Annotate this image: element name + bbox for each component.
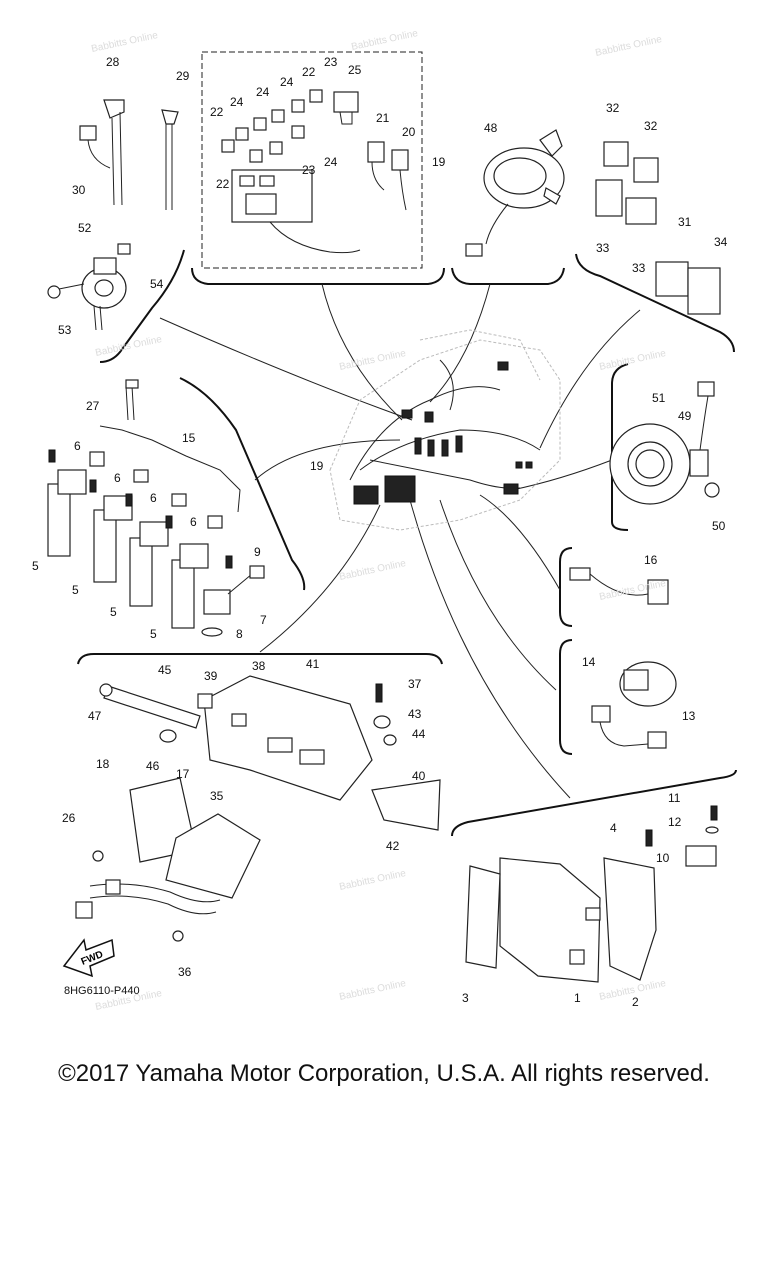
callout-8: 8 (236, 627, 243, 641)
clamps-bands (79, 99, 179, 210)
callout-23a: 23 (324, 55, 338, 69)
watermark: Babbitts Online (94, 334, 163, 359)
callout-18: 18 (96, 757, 110, 771)
main-switch (465, 129, 565, 257)
ecu-bracket-group (75, 675, 441, 942)
callout-50: 50 (712, 519, 726, 533)
callout-17: 17 (176, 767, 190, 781)
watermark: Babbitts Online (338, 558, 407, 583)
callout-42: 42 (386, 839, 400, 853)
callout-52: 52 (78, 221, 92, 235)
callout-32b: 32 (644, 119, 658, 133)
callout-40: 40 (412, 769, 426, 783)
callout-49: 49 (678, 409, 692, 423)
callout-38: 38 (252, 659, 266, 673)
callout-22a: 22 (210, 105, 224, 119)
callout-34: 34 (714, 235, 728, 249)
fwd-arrow: FWD (62, 938, 115, 978)
callout-37: 37 (408, 677, 422, 691)
callout-36: 36 (178, 965, 192, 979)
callout-43: 43 (408, 707, 422, 721)
callout-39: 39 (204, 669, 218, 683)
relays-group (595, 141, 721, 315)
callout-labels: 28 29 30 22 24 24 24 22 23 25 21 20 23 2… (32, 55, 728, 1009)
callout-1: 1 (574, 991, 581, 1005)
callout-33b: 33 (632, 261, 646, 275)
callout-5c: 5 (110, 605, 117, 619)
callout-3: 3 (462, 991, 469, 1005)
sensor-13-14 (591, 661, 677, 749)
callout-19b: 19 (310, 459, 324, 473)
callout-19a: 19 (432, 155, 446, 169)
watermark: Babbitts Online (338, 868, 407, 893)
callout-4: 4 (610, 821, 617, 835)
callout-32a: 32 (606, 101, 620, 115)
callout-23b: 23 (302, 163, 316, 177)
wire-harness-assembly (329, 329, 561, 531)
watermark: Babbitts Online (350, 28, 419, 53)
watermark: Babbitts Online (338, 978, 407, 1003)
callout-35: 35 (210, 789, 224, 803)
group-frames (77, 51, 737, 837)
callout-44: 44 (412, 727, 426, 741)
sensor-group (47, 243, 131, 331)
diagram-code: 8HG6110-P440 (64, 985, 140, 997)
callout-20: 20 (402, 125, 416, 139)
callout-41: 41 (306, 657, 320, 671)
ignition-coils-group (47, 379, 265, 637)
callout-53: 53 (58, 323, 72, 337)
watermark: Babbitts Online (90, 30, 159, 55)
callout-6a: 6 (74, 439, 81, 453)
callout-11: 11 (668, 791, 681, 805)
callout-13: 13 (682, 709, 696, 723)
watermark: Babbitts Online (598, 348, 667, 373)
callout-9: 9 (254, 545, 261, 559)
callout-16: 16 (644, 553, 658, 567)
callout-51: 51 (652, 391, 666, 405)
callout-47: 47 (88, 709, 102, 723)
callout-14: 14 (582, 655, 596, 669)
callout-21: 21 (376, 111, 390, 125)
callout-22b: 22 (302, 65, 316, 79)
callout-6c: 6 (150, 491, 157, 505)
callout-25: 25 (348, 63, 362, 77)
callout-15: 15 (182, 431, 196, 445)
callout-22c: 22 (216, 177, 230, 191)
watermark: Babbitts Online (594, 34, 663, 59)
callout-7: 7 (260, 613, 267, 627)
rotor-sensor-group (609, 381, 720, 505)
callout-5a: 5 (32, 559, 39, 573)
callout-45: 45 (158, 663, 172, 677)
callout-24a: 24 (230, 95, 244, 109)
callout-24c: 24 (280, 75, 294, 89)
callout-33a: 33 (596, 241, 610, 255)
callout-29: 29 (176, 69, 190, 83)
callout-24d: 24 (324, 155, 338, 169)
callout-28: 28 (106, 55, 120, 69)
ecu-group (465, 805, 719, 983)
callout-46: 46 (146, 759, 160, 773)
callout-54: 54 (150, 277, 164, 291)
electrical-parts-diagram: FWD 28 29 30 22 24 24 24 22 23 25 21 20 … (32, 28, 737, 1013)
callout-5b: 5 (72, 583, 79, 597)
callout-6d: 6 (190, 515, 197, 529)
leader-lines (159, 283, 641, 799)
sensor-16 (569, 567, 669, 605)
callout-24b: 24 (256, 85, 270, 99)
callout-6b: 6 (114, 471, 121, 485)
callout-48: 48 (484, 121, 498, 135)
callout-27: 27 (86, 399, 100, 413)
callout-12: 12 (668, 815, 682, 829)
fuse-box-group (221, 89, 409, 254)
callout-31: 31 (678, 215, 692, 229)
copyright-notice: ©2017 Yamaha Motor Corporation, U.S.A. A… (58, 1060, 710, 1087)
callout-30: 30 (72, 183, 86, 197)
callout-5d: 5 (150, 627, 157, 641)
callout-26: 26 (62, 811, 76, 825)
callout-10: 10 (656, 851, 670, 865)
callout-2: 2 (632, 995, 639, 1009)
